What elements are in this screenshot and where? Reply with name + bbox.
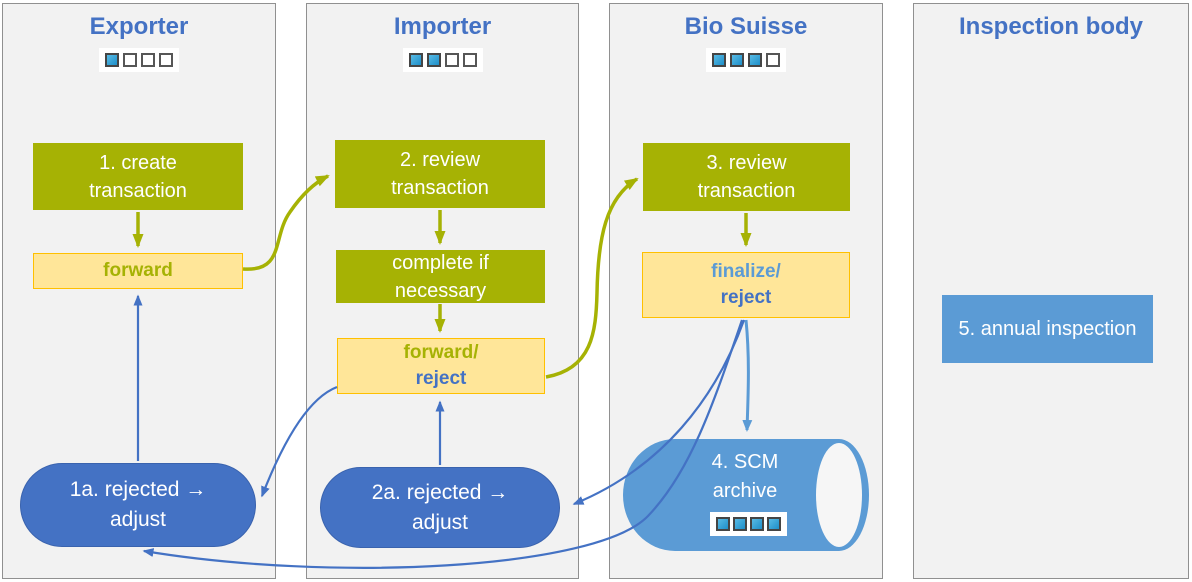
progress-square-filled [105, 53, 119, 67]
progress-square-filled [750, 517, 764, 531]
node-label: necessary [394, 279, 487, 302]
node-label: transaction [697, 180, 796, 202]
node-label: reject [415, 368, 467, 389]
progress-square-empty [123, 53, 137, 67]
node-forward: forward [33, 253, 243, 289]
progress-square-filled [716, 517, 730, 531]
progress-square-empty [159, 53, 173, 67]
node-review-transaction-importer: 2. review transaction [335, 140, 545, 208]
progress-square-filled [712, 53, 726, 67]
lane-title-importer: Importer [393, 13, 492, 40]
node-label: 1a. rejected → [69, 478, 207, 501]
node-scm-archive: 4. SCM archive [660, 448, 830, 506]
node-complete-if-necessary: complete if necessary [336, 250, 545, 303]
node-label: 2. review [399, 149, 481, 171]
progress-square-filled [426, 53, 441, 67]
lane-title-bio-suisse: Bio Suisse [684, 13, 808, 40]
node-label: forward [103, 260, 173, 281]
node-label: 3. review [706, 152, 787, 174]
node-rejected-adjust-importer: 2a. rejected → adjust [320, 467, 560, 548]
node-label: adjust [411, 510, 469, 534]
node-label: adjust [109, 508, 167, 531]
progress-square-filled [767, 517, 781, 531]
progress-squares-importer [402, 48, 483, 72]
progress-square-empty [766, 53, 780, 67]
progress-square-empty [444, 53, 459, 67]
node-label: 5. annual inspection [958, 317, 1137, 340]
progress-square-filled [748, 53, 762, 67]
lane-title-exporter: Exporter [89, 13, 189, 40]
progress-square-filled [730, 53, 744, 67]
progress-squares-bio-suisse [706, 48, 786, 72]
progress-square-empty [141, 53, 155, 67]
node-label: archive [712, 480, 778, 502]
node-label: reject [720, 287, 772, 308]
node-label: 4. SCM [711, 451, 779, 473]
node-label: finalize/ [711, 261, 781, 282]
node-label: transaction [89, 179, 187, 202]
node-create-transaction: 1. create transaction [33, 143, 243, 210]
node-rejected-adjust-exporter: 1a. rejected → adjust [20, 463, 256, 547]
node-finalize-reject: finalize/ reject [642, 252, 850, 318]
node-label: 2a. rejected → [371, 480, 509, 504]
lane-inspection-body: Inspection body [913, 3, 1189, 579]
progress-square-filled [408, 53, 423, 67]
progress-squares-exporter [99, 48, 179, 72]
progress-square-empty [462, 53, 477, 67]
node-annual-inspection: 5. annual inspection [942, 295, 1153, 363]
progress-square-filled [733, 517, 747, 531]
node-label: forward/ [403, 342, 479, 363]
progress-squares-scm-archive [710, 512, 787, 536]
node-label: 1. create [99, 151, 177, 174]
node-forward-reject: forward/ reject [337, 338, 545, 394]
lane-title-inspection-body: Inspection body [958, 13, 1143, 40]
scm-cylinder-cap [816, 443, 862, 547]
node-label: transaction [391, 177, 489, 199]
node-review-transaction-bio-suisse: 3. review transaction [643, 143, 850, 211]
node-label: complete if [392, 251, 489, 274]
